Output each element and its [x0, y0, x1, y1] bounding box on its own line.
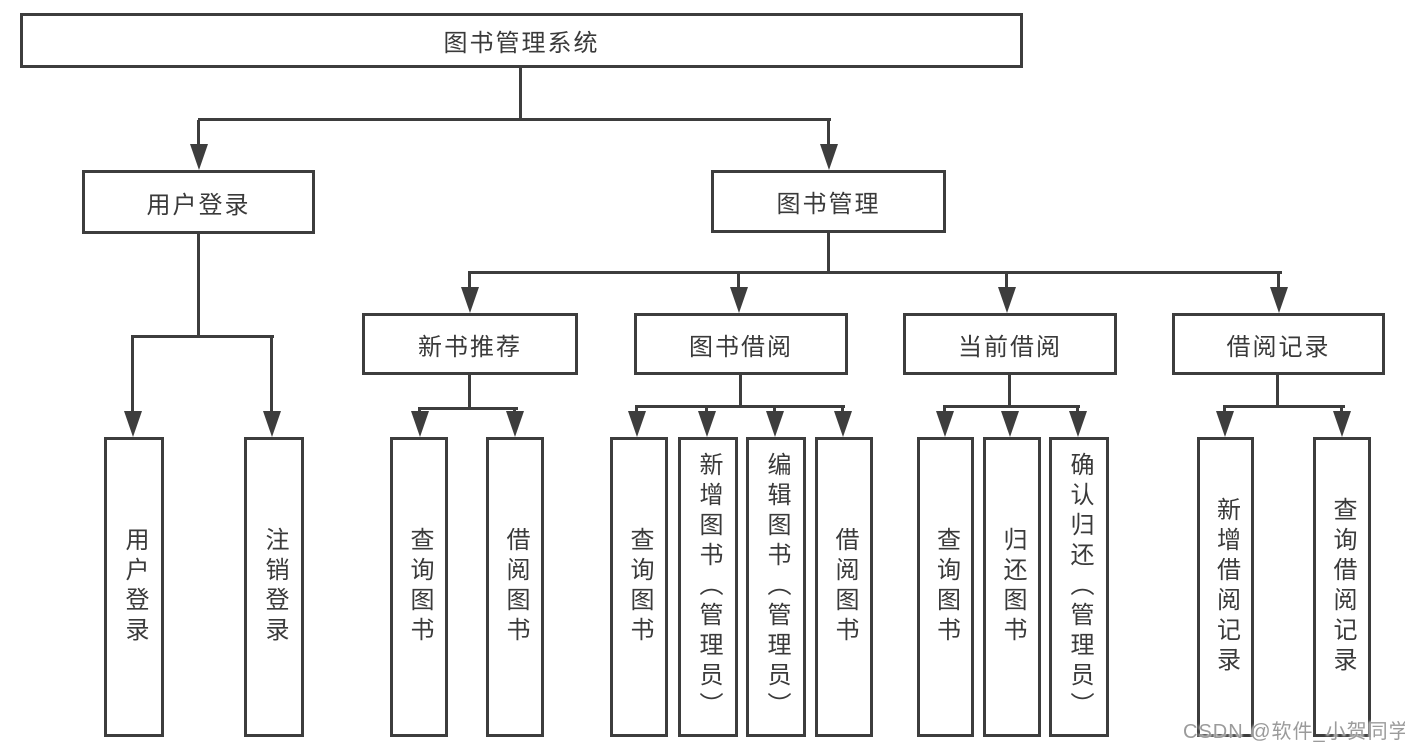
connector-line — [1276, 374, 1279, 408]
connector-line — [198, 118, 831, 121]
leaf-logout: 注销登录 — [244, 437, 304, 737]
node-new-book-recommend: 新书推荐 — [362, 313, 578, 375]
node-book-management: 图书管理 — [711, 170, 946, 233]
node-current-borrowing: 当前借阅 — [903, 313, 1117, 375]
connector-line — [1277, 273, 1280, 289]
arrowhead-down-icon — [1333, 411, 1351, 437]
arrowhead-down-icon — [1270, 287, 1288, 313]
connector-line — [635, 405, 845, 408]
connector-line — [827, 232, 830, 274]
connector-line — [197, 120, 200, 146]
connector-line — [131, 335, 274, 338]
arrowhead-down-icon — [263, 411, 281, 437]
leaf-borrowing-query-books: 查询图书 — [610, 437, 668, 737]
node-user-login: 用户登录 — [82, 170, 315, 234]
connector-line — [943, 405, 1080, 408]
leaf-current-confirm-return-admin: 确认归还（管理员） — [1049, 437, 1109, 737]
leaf-recommend-borrow-books: 借阅图书 — [486, 437, 544, 737]
leaf-recommend-query-books: 查询图书 — [390, 437, 448, 737]
leaf-current-query-books: 查询图书 — [917, 437, 974, 737]
leaf-borrowing-edit-books-admin: 编辑图书（管理员） — [746, 437, 806, 737]
arrowhead-down-icon — [834, 411, 852, 437]
leaf-borrowing-add-books-admin: 新增图书（管理员） — [678, 437, 738, 737]
arrowhead-down-icon — [766, 411, 784, 437]
connector-line — [1223, 405, 1345, 408]
leaf-records-query-record: 查询借阅记录 — [1313, 437, 1371, 737]
connector-line — [519, 68, 522, 120]
arrowhead-down-icon — [1069, 411, 1087, 437]
connector-line — [827, 120, 830, 146]
connector-line — [468, 271, 1282, 274]
leaf-user-login: 用户登录 — [104, 437, 164, 737]
node-borrowing-records: 借阅记录 — [1172, 313, 1385, 375]
connector-line — [739, 374, 742, 408]
connector-line — [1008, 374, 1011, 408]
csdn-watermark: CSDN @软件_小贺同学 — [1183, 721, 1405, 743]
arrowhead-down-icon — [998, 287, 1016, 313]
node-root-library-system: 图书管理系统 — [20, 13, 1023, 68]
arrowhead-down-icon — [820, 144, 838, 170]
arrowhead-down-icon — [190, 144, 208, 170]
leaf-borrowing-borrow-books: 借阅图书 — [815, 437, 873, 737]
connector-line — [418, 407, 518, 410]
leaf-current-return-books: 归还图书 — [983, 437, 1041, 737]
arrowhead-down-icon — [461, 287, 479, 313]
connector-line — [131, 337, 134, 413]
arrowhead-down-icon — [698, 411, 716, 437]
arrowhead-down-icon — [936, 411, 954, 437]
arrowhead-down-icon — [1001, 411, 1019, 437]
connector-line — [468, 374, 471, 410]
arrowhead-down-icon — [628, 411, 646, 437]
arrowhead-down-icon — [506, 411, 524, 437]
arrowhead-down-icon — [730, 287, 748, 313]
connector-line — [1005, 273, 1008, 289]
arrowhead-down-icon — [124, 411, 142, 437]
connector-line — [468, 273, 471, 289]
leaf-records-add-record: 新增借阅记录 — [1197, 437, 1254, 737]
connector-line — [270, 337, 273, 413]
connector-line — [737, 273, 740, 289]
arrowhead-down-icon — [1216, 411, 1234, 437]
arrowhead-down-icon — [411, 411, 429, 437]
connector-line — [197, 233, 200, 338]
node-book-borrowing: 图书借阅 — [634, 313, 848, 375]
